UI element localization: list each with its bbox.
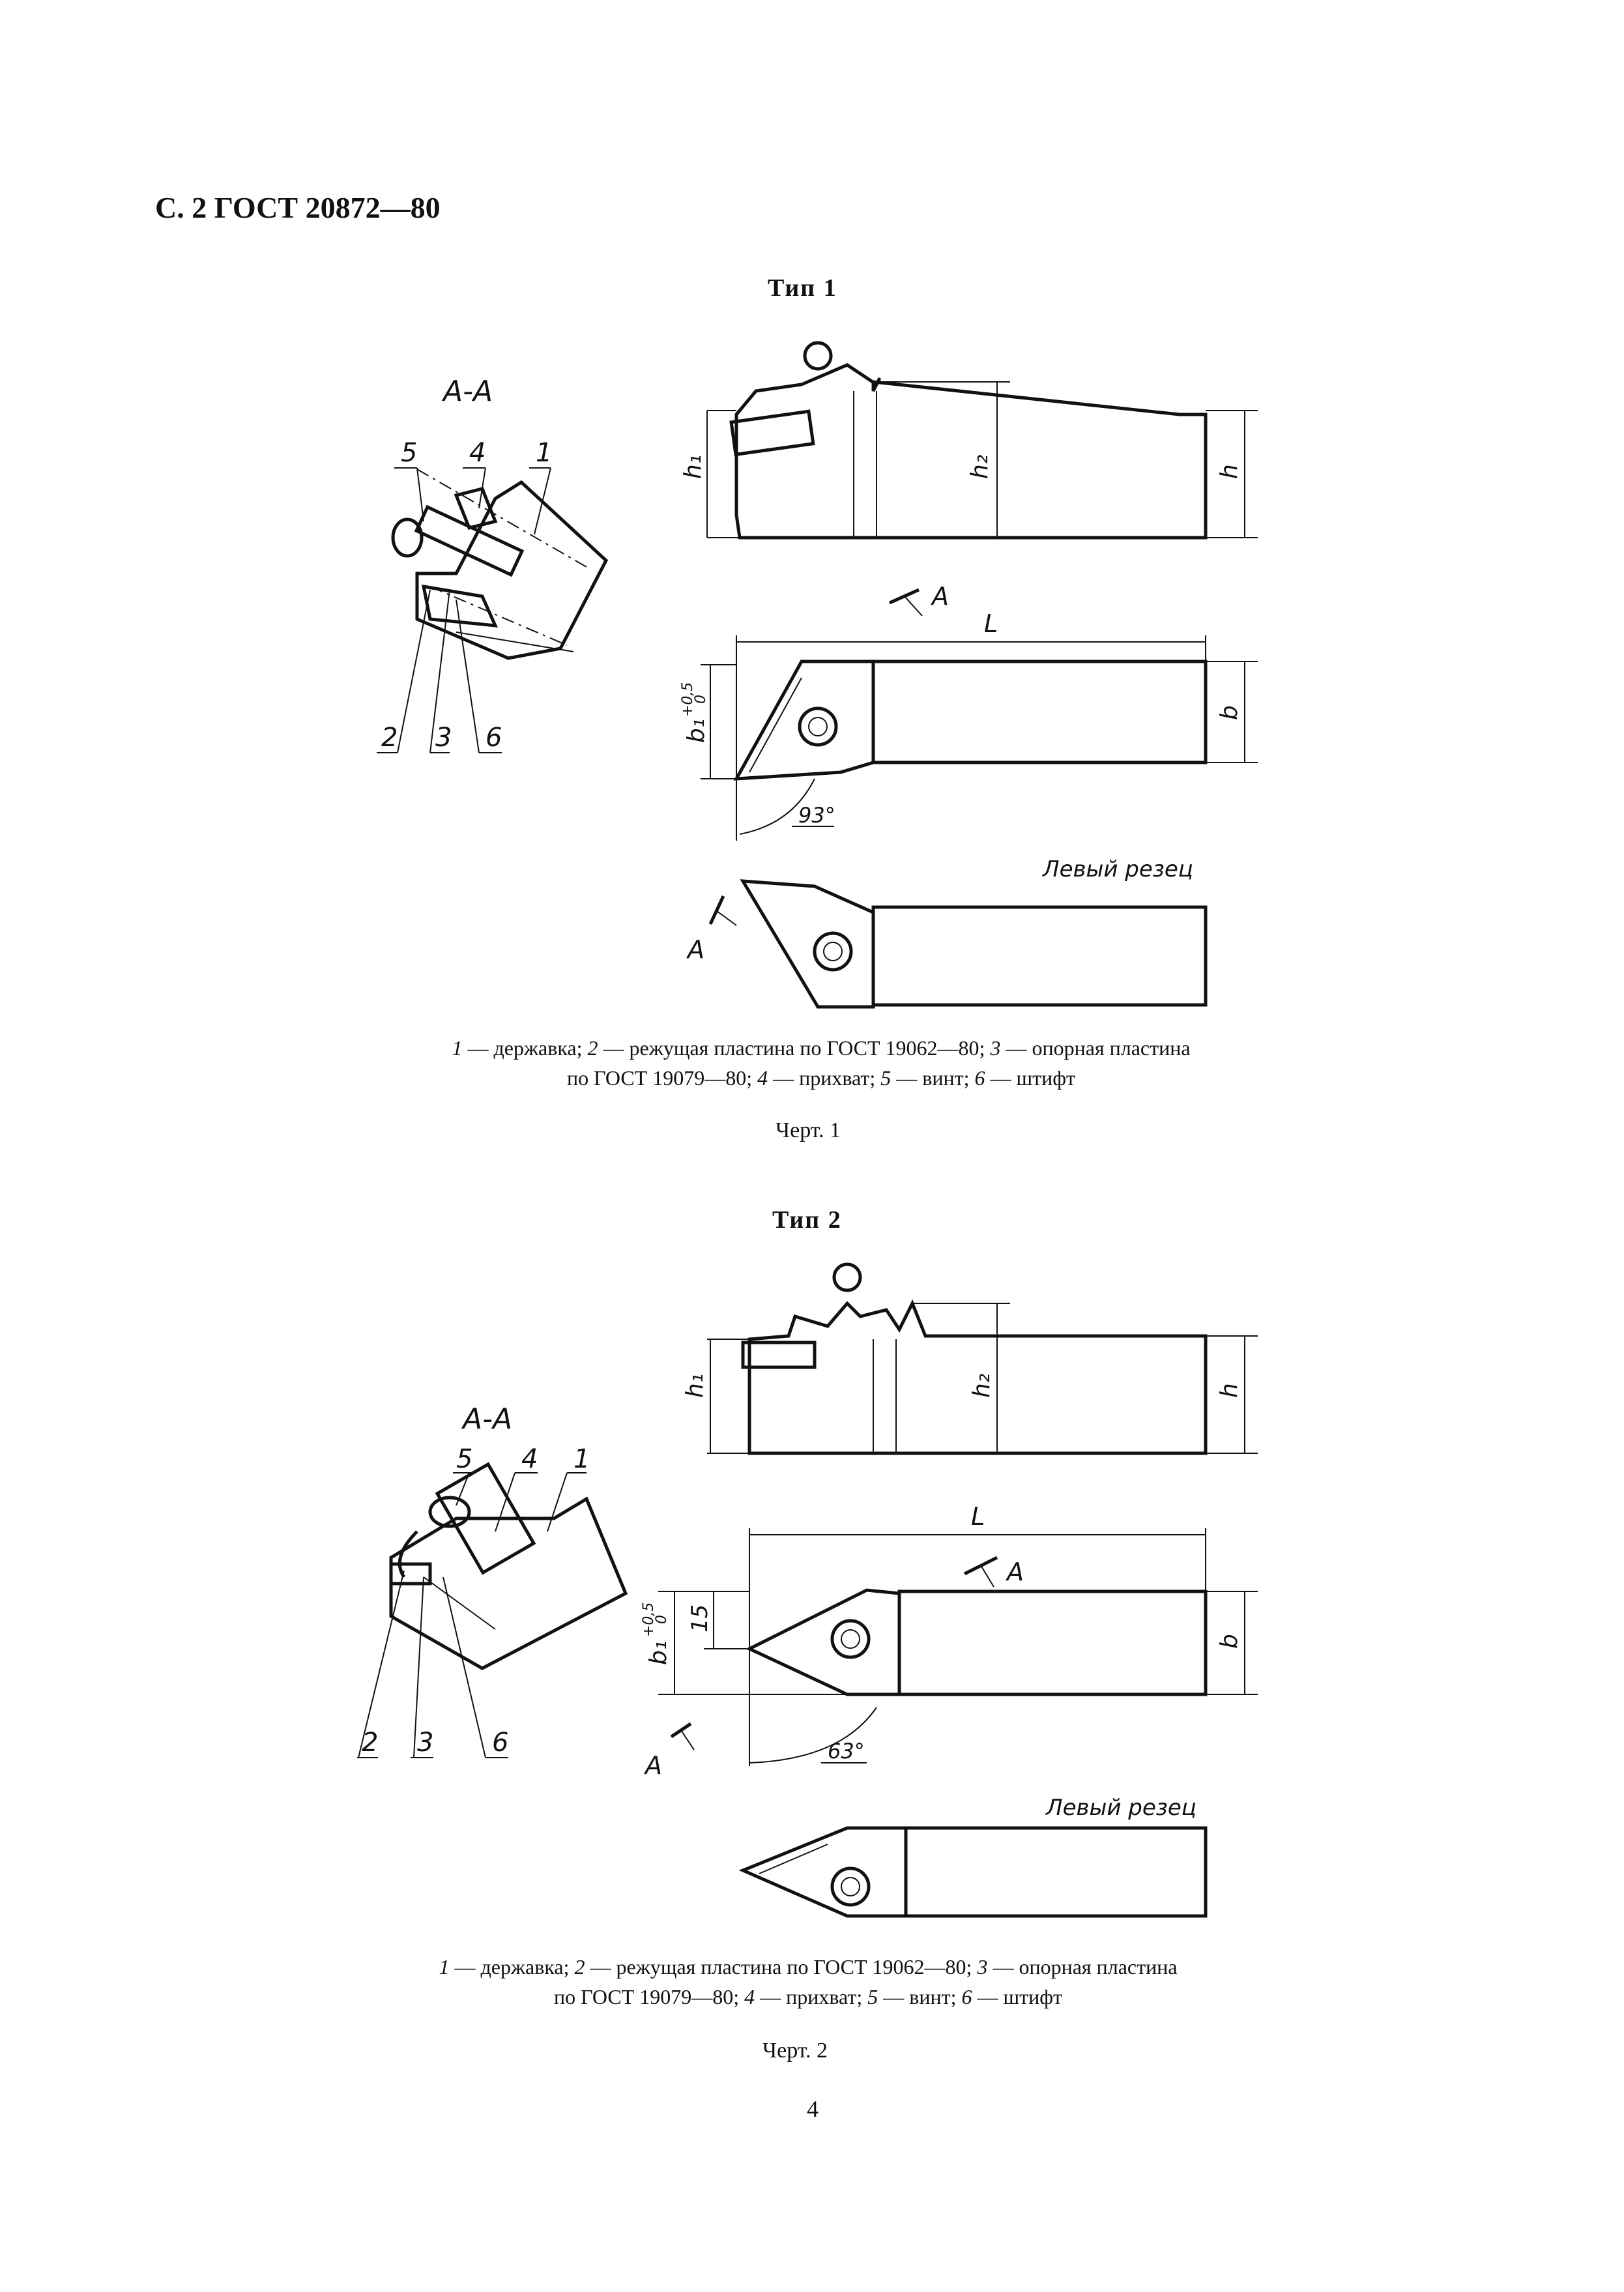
figure2-type-title: Тип 2 bbox=[772, 1206, 842, 1234]
figure1-dim-L: L bbox=[984, 609, 998, 638]
figure2-caption-line1: 1 — державка; 2 — режущая пластина по ГО… bbox=[439, 1955, 1178, 1979]
figure1-dim-b: b bbox=[1216, 705, 1243, 720]
figure1-drawing: A-A 5 4 1 2 3 6 h₁ h₂ bbox=[377, 341, 1258, 1009]
figure1-dim-b1: b₁ bbox=[683, 719, 710, 743]
figure2-callout-5: 5 bbox=[456, 1444, 472, 1474]
figure1-dim-h1: h₁ bbox=[680, 455, 706, 479]
figure2-left-cutter-label: Левый резец bbox=[1045, 1795, 1196, 1821]
figure1-dim-h2: h₂ bbox=[966, 455, 993, 479]
figure2-dim-b: b bbox=[1216, 1634, 1243, 1649]
figure1-side-view: h₁ h₂ h bbox=[680, 341, 1258, 540]
figure1-dim-b1-tol-lower: 0 bbox=[693, 695, 709, 704]
figure2-dim-15: 15 bbox=[687, 1604, 713, 1632]
figure2-callout-6: 6 bbox=[492, 1728, 508, 1758]
figure1-callout-6: 6 bbox=[486, 723, 502, 753]
figure2-dim-h2: h₂ bbox=[968, 1374, 995, 1398]
figure1-section-label: A-A bbox=[441, 375, 493, 408]
figure1-left-cutter-label: Левый резец bbox=[1041, 856, 1193, 882]
figure2-number: Черт. 2 bbox=[762, 2038, 828, 2063]
figure1-left-arrow-A: A bbox=[686, 935, 704, 964]
figure2-side-view: h₁ h₂ h bbox=[682, 1262, 1258, 1455]
figure2-caption-line2: по ГОСТ 19079—80; 4 — прихват; 5 — винт;… bbox=[554, 1985, 1062, 2009]
figure1-top-view: L b₁ +0,5 0 b A 93° bbox=[680, 582, 1258, 841]
figure2-drawing: A-A 5 4 1 2 3 6 h₁ h₂ bbox=[357, 1262, 1258, 1918]
figure1-callout-2: 2 bbox=[381, 723, 398, 753]
page-header: С. 2 ГОСТ 20872—80 bbox=[155, 191, 441, 224]
figure2-callout-3: 3 bbox=[417, 1728, 433, 1758]
figure1-callout-1: 1 bbox=[536, 438, 552, 468]
figure2-left-cutter-view bbox=[738, 1826, 1208, 1918]
figure1-callouts: 5 4 1 2 3 6 bbox=[377, 438, 552, 753]
figure1-arrow-A: A bbox=[930, 582, 949, 611]
figure2-arrow-A-lower: A bbox=[643, 1751, 662, 1780]
figure1-left-cutter-view: A bbox=[686, 879, 1208, 1009]
figure1-caption: 1 — державка; 2 — режущая пластина по ГО… bbox=[365, 1033, 1277, 1093]
figure1-section-view bbox=[391, 469, 609, 660]
figure2-callouts: 5 4 1 2 3 6 bbox=[357, 1444, 590, 1758]
figure2-top-view: L b₁ +0,5 0 15 b A A 63° bbox=[641, 1502, 1258, 1780]
figure2-section-label: A-A bbox=[461, 1402, 512, 1436]
figure2-dim-b1-tol-lower: 0 bbox=[654, 1615, 670, 1624]
figure2-dim-L: L bbox=[971, 1502, 985, 1531]
figure2-dim-h1: h₁ bbox=[682, 1374, 708, 1398]
figure2-arrow-A: A bbox=[1005, 1558, 1024, 1586]
figure1-dim-b1-tol: +0,5 bbox=[680, 682, 696, 717]
page-number: 4 bbox=[807, 2096, 819, 2122]
figure2-dim-b1: b₁ bbox=[645, 1641, 672, 1665]
figure1-number: Черт. 1 bbox=[776, 1118, 841, 1142]
figure2-dim-b1-tol: +0,5 bbox=[641, 1603, 657, 1637]
figure1-dim-h: h bbox=[1216, 464, 1243, 479]
figure1-caption-line2: по ГОСТ 19079—80; 4 — прихват; 5 — винт;… bbox=[567, 1066, 1075, 1090]
figure1-callout-4: 4 bbox=[469, 438, 486, 468]
figure2-caption: 1 — державка; 2 — режущая пластина по ГО… bbox=[339, 1952, 1277, 2012]
figure1-angle: 93° bbox=[798, 803, 835, 828]
figure2-callout-4: 4 bbox=[521, 1444, 538, 1474]
figure2-callout-1: 1 bbox=[573, 1444, 590, 1474]
figure2-section-view bbox=[389, 1462, 628, 1670]
figure1-type-title: Тип 1 bbox=[768, 274, 837, 302]
figure1-caption-line1: 1 — державка; 2 — режущая пластина по ГО… bbox=[452, 1036, 1191, 1060]
figure1-callout-5: 5 bbox=[401, 438, 417, 468]
figure1-callout-3: 3 bbox=[435, 723, 452, 753]
figure2-dim-h: h bbox=[1216, 1383, 1243, 1398]
figure2-angle: 63° bbox=[828, 1739, 865, 1763]
